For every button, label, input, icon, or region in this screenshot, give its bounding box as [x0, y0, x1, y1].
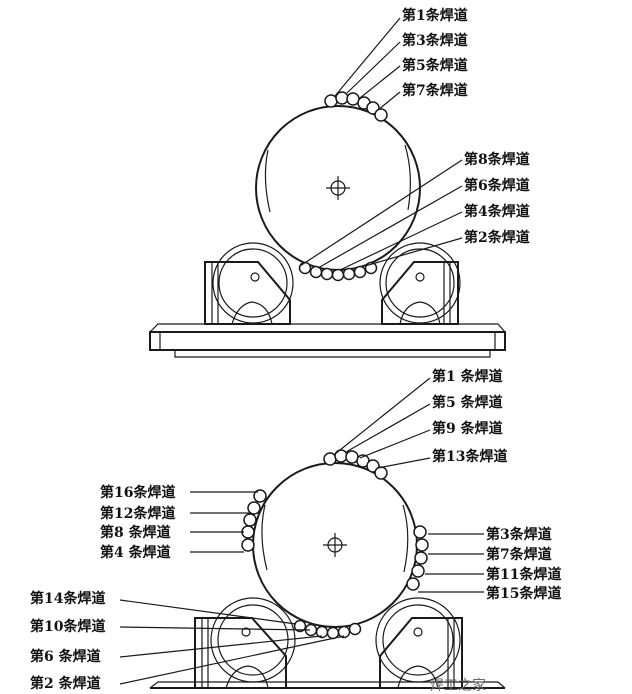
top-label-7: 第7条焊道	[402, 82, 468, 99]
bottom-label-8: 第8 条焊道	[100, 524, 171, 541]
bottom-figure: 第1 条焊道 第5 条焊道 第9 条焊道 第13条焊道 第16条焊道 第12条焊…	[30, 368, 561, 692]
bottom-label-11: 第11条焊道	[486, 566, 561, 583]
bottom-label-6: 第6 条焊道	[30, 648, 101, 665]
bottom-label-12: 第12条焊道	[100, 505, 175, 522]
bottom-labels-top: 第1 条焊道 第5 条焊道 第9 条焊道 第13条焊道	[432, 368, 507, 465]
bottom-label-10: 第10条焊道	[30, 618, 105, 635]
top-base-rail	[149, 323, 506, 358]
bottom-labels-right: 第3条焊道 第7条焊道 第11条焊道 第15条焊道	[486, 526, 561, 602]
top-weld-beads-outer	[324, 91, 388, 122]
top-labels: 第1条焊道 第3条焊道 第5条焊道 第7条焊道 第8条焊道 第6条焊道 第4条焊…	[402, 7, 530, 246]
bottom-label-3: 第3条焊道	[486, 526, 552, 543]
top-label-3: 第3条焊道	[402, 32, 468, 49]
top-weld-beads-inner	[298, 261, 378, 282]
bottom-pipe	[252, 462, 418, 628]
top-figure: 第1条焊道 第3条焊道 第5条焊道 第7条焊道 第8条焊道 第6条焊道 第4条焊…	[149, 7, 530, 358]
watermark-text: 焊工之家	[430, 677, 486, 694]
bottom-weld-beads-top	[323, 449, 388, 480]
bottom-label-16: 第16条焊道	[100, 484, 175, 501]
top-label-6: 第6条焊道	[464, 177, 530, 194]
top-label-8: 第8条焊道	[464, 151, 530, 168]
bottom-leader-lines	[119, 377, 484, 685]
top-label-5: 第5条焊道	[402, 57, 468, 74]
top-label-2: 第2条焊道	[464, 229, 530, 246]
bottom-label-1: 第1 条焊道	[432, 368, 503, 385]
top-left-roller-support	[204, 242, 294, 325]
top-pipe	[255, 105, 421, 271]
bottom-label-14: 第14条焊道	[30, 590, 105, 607]
bottom-weld-beads-right	[406, 525, 429, 591]
bottom-labels-bottom-left: 第14条焊道 第10条焊道 第6 条焊道 第2 条焊道	[30, 590, 105, 692]
bottom-labels-left: 第16条焊道 第12条焊道 第8 条焊道 第4 条焊道	[100, 484, 175, 561]
bottom-weld-beads-left	[241, 489, 267, 552]
bottom-label-2: 第2 条焊道	[30, 675, 101, 692]
bottom-label-9: 第9 条焊道	[432, 420, 503, 437]
bottom-label-7: 第7条焊道	[486, 546, 552, 563]
top-label-1: 第1条焊道	[402, 7, 468, 24]
bottom-label-15: 第15条焊道	[486, 585, 561, 602]
top-leader-lines	[299, 17, 463, 271]
bottom-label-4: 第4 条焊道	[100, 544, 171, 561]
bottom-label-13: 第13条焊道	[432, 448, 507, 465]
top-right-roller-support	[379, 242, 461, 325]
bottom-weld-beads-bottom	[293, 619, 362, 640]
bottom-left-roller-support	[194, 597, 296, 689]
bottom-right-roller-support	[375, 597, 463, 689]
top-label-4: 第4条焊道	[464, 203, 530, 220]
bottom-label-5: 第5 条焊道	[432, 394, 503, 411]
